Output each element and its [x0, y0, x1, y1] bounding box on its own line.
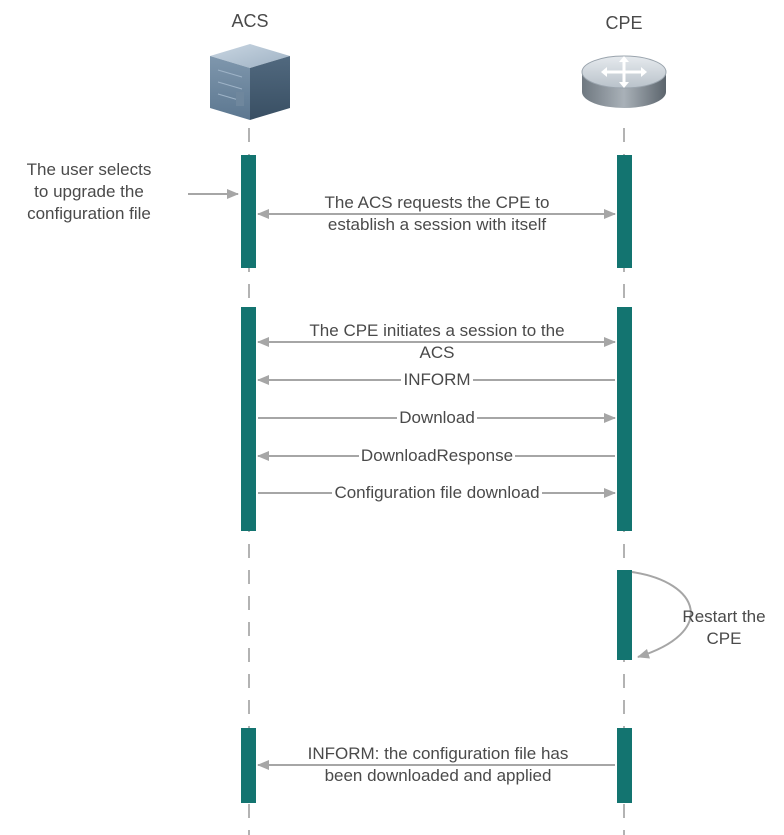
user-action-note: The user selects to upgrade the configur…	[4, 159, 174, 225]
user-action-line-3: configuration file	[27, 204, 151, 223]
session-initiate-line-2: ACS	[417, 343, 457, 362]
config-download-label: Configuration file download	[262, 482, 612, 504]
download-text: Download	[397, 408, 477, 427]
acs-label: ACS	[231, 11, 269, 31]
restart-line-1: Restart the	[682, 607, 766, 626]
inform-applied-line-1: INFORM: the configuration file has	[305, 744, 571, 763]
router-icon	[581, 55, 667, 108]
user-action-line-2: to upgrade the	[34, 182, 144, 201]
download-response-label: DownloadResponse	[262, 445, 612, 467]
acs-activation-3	[241, 728, 256, 803]
restart-arrow	[631, 571, 692, 659]
inform-applied-line-2: been downloaded and applied	[322, 766, 554, 785]
session-request-label: The ACS requests the CPE to establish a …	[282, 192, 592, 236]
cpe-activation-4	[617, 728, 632, 803]
config-download-text: Configuration file download	[332, 483, 542, 502]
inform-label: INFORM	[262, 369, 612, 391]
inform-applied-label: INFORM: the configuration file has been …	[268, 743, 608, 787]
cpe-activation-1	[617, 155, 632, 268]
restart-note: Restart the CPE	[668, 606, 780, 650]
server-icon	[210, 44, 290, 120]
user-action-line-1: The user selects	[26, 160, 152, 179]
acs-activation-2	[241, 307, 256, 531]
session-request-line-1: The ACS requests the CPE to	[322, 193, 552, 212]
acs-activation-1	[241, 155, 256, 268]
inform-text: INFORM	[401, 370, 473, 389]
download-response-text: DownloadResponse	[358, 446, 516, 465]
cpe-label: CPE	[605, 13, 643, 33]
session-initiate-line-1: The CPE initiates a session to the	[307, 321, 567, 340]
download-label: Download	[262, 407, 612, 429]
restart-line-2: CPE	[706, 629, 742, 648]
session-initiate-label: The CPE initiates a session to the ACS	[262, 320, 612, 364]
cpe-activation-2	[617, 307, 632, 531]
session-request-line-2: establish a session with itself	[325, 215, 549, 234]
cpe-activation-3	[617, 570, 632, 660]
